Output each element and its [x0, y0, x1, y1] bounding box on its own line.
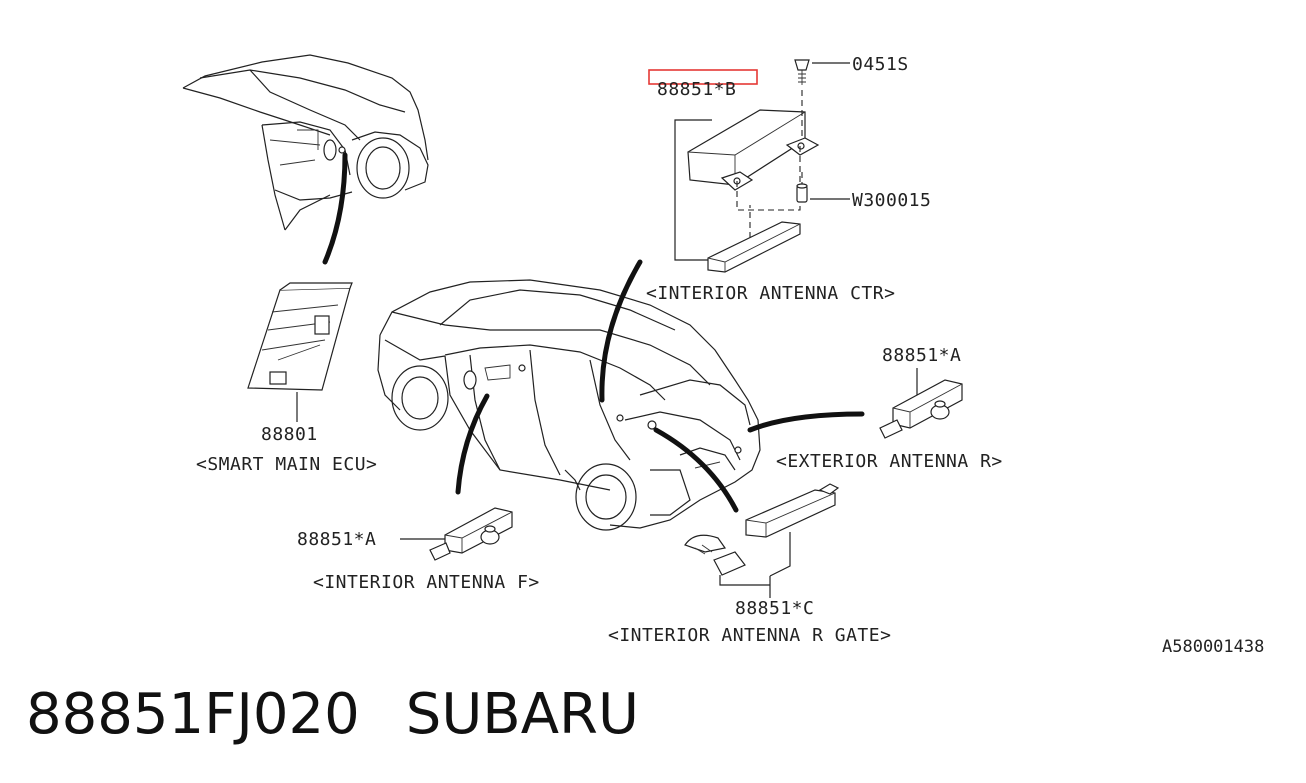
- diagram-code-label: A580001438: [1162, 637, 1264, 657]
- callout-lines: [455, 259, 865, 513]
- interior-antenna-r-gate-part: [684, 483, 840, 598]
- footer-title: 88851FJ020 SUBARU: [26, 682, 685, 747]
- ecu-part-label: 88801: [261, 424, 318, 445]
- ext-part-label: 88851*A: [882, 345, 961, 366]
- interior-antenna-ctr-part: [674, 59, 850, 273]
- brand-name: SUBARU: [405, 682, 639, 747]
- ext-name-label: <EXTERIOR ANTENNA R>: [776, 451, 1003, 472]
- gate-part-label: 88851*C: [735, 598, 814, 619]
- f-name-label: <INTERIOR ANTENNA F>: [313, 572, 540, 593]
- smart-main-ecu-part: [247, 282, 353, 422]
- car-front-view: [182, 54, 429, 265]
- ctr-name-label: <INTERIOR ANTENNA CTR>: [646, 283, 895, 304]
- f-part-label: 88851*A: [297, 529, 376, 550]
- interior-antenna-f-part: [400, 507, 513, 561]
- part-number: 88851FJ020: [26, 682, 360, 747]
- exterior-antenna-r-part: [879, 368, 963, 439]
- car-main-view: [377, 279, 761, 531]
- gate-name-label: <INTERIOR ANTENNA R GATE>: [608, 625, 891, 646]
- ecu-name-label: <SMART MAIN ECU>: [196, 454, 377, 475]
- bolt-part-label: 0451S: [852, 54, 909, 75]
- ctr-part-label: 88851*B: [657, 79, 736, 100]
- clip-part-label: W300015: [852, 190, 931, 211]
- highlight-box: [648, 69, 758, 85]
